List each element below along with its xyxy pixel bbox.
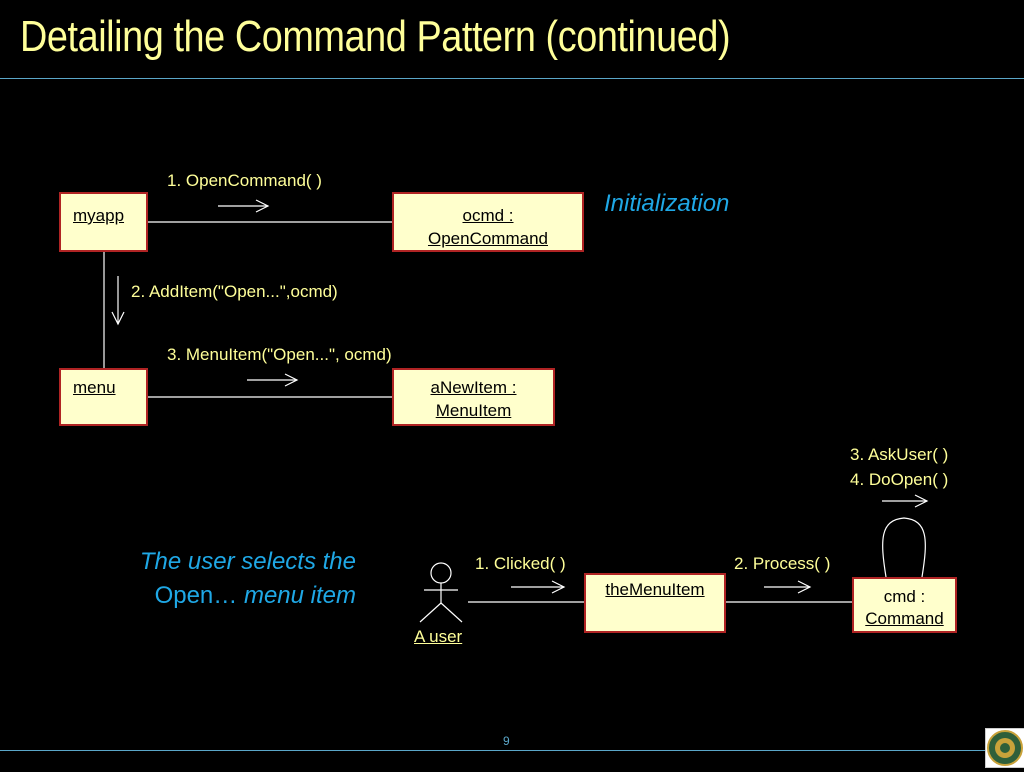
message-clicked: 1. Clicked( ) <box>475 554 566 573</box>
object-themenuitem-label: theMenuItem <box>605 580 705 599</box>
object-cmd: cmd : Command <box>852 577 957 633</box>
object-cmd-label-1: cmd : <box>883 587 926 606</box>
arrow-self-message <box>882 494 929 508</box>
arrow-process <box>764 580 812 594</box>
message-process: 2. Process( ) <box>734 554 831 573</box>
message-doopen: 4. DoOpen( ) <box>850 470 949 489</box>
message-menuitem: 3. MenuItem("Open...", ocmd) <box>167 345 392 364</box>
object-anewitem-label-2: MenuItem <box>435 401 512 420</box>
message-opencommand: 1. OpenCommand( ) <box>167 171 322 190</box>
message-additem: 2. AddItem("Open...",ocmd) <box>131 282 338 301</box>
object-ocmd-label-1: ocmd : <box>462 206 514 225</box>
actor-figure <box>419 562 463 623</box>
object-anewitem-label-1: aNewItem : <box>430 378 517 397</box>
actor-label: A user <box>414 627 463 646</box>
arrow-menuitem <box>247 373 299 387</box>
object-themenuitem: theMenuItem <box>584 573 726 633</box>
object-anewitem: aNewItem : MenuItem <box>392 368 555 426</box>
note-user-selects: The user selects the Open… menu item <box>96 545 356 613</box>
self-link-cmd <box>882 517 926 578</box>
object-menu: menu <box>59 368 148 426</box>
arrow-additem <box>111 276 125 326</box>
note-initialization: Initialization <box>604 190 730 217</box>
note-user-selects-line1: The user selects the <box>139 548 356 575</box>
slide-title: Detailing the Command Pattern (continued… <box>20 12 731 61</box>
object-ocmd: ocmd : OpenCommand <box>392 192 584 252</box>
arrow-opencommand <box>218 199 270 213</box>
page-number: 9 <box>503 734 510 748</box>
message-askuser: 3. AskUser( ) <box>850 445 949 464</box>
object-myapp: myapp <box>59 192 148 252</box>
footer-divider <box>0 750 985 751</box>
note-user-selects-menu-item: menu item <box>243 582 356 609</box>
title-divider <box>0 78 1024 79</box>
object-myapp-label: myapp <box>73 206 125 225</box>
object-menu-label: menu <box>73 378 116 397</box>
object-cmd-label-2: Command <box>865 609 944 628</box>
university-seal-logo <box>985 728 1024 768</box>
note-user-selects-open: Open… <box>154 582 244 609</box>
object-ocmd-label-2: OpenCommand <box>427 229 548 248</box>
arrow-clicked <box>511 580 566 594</box>
